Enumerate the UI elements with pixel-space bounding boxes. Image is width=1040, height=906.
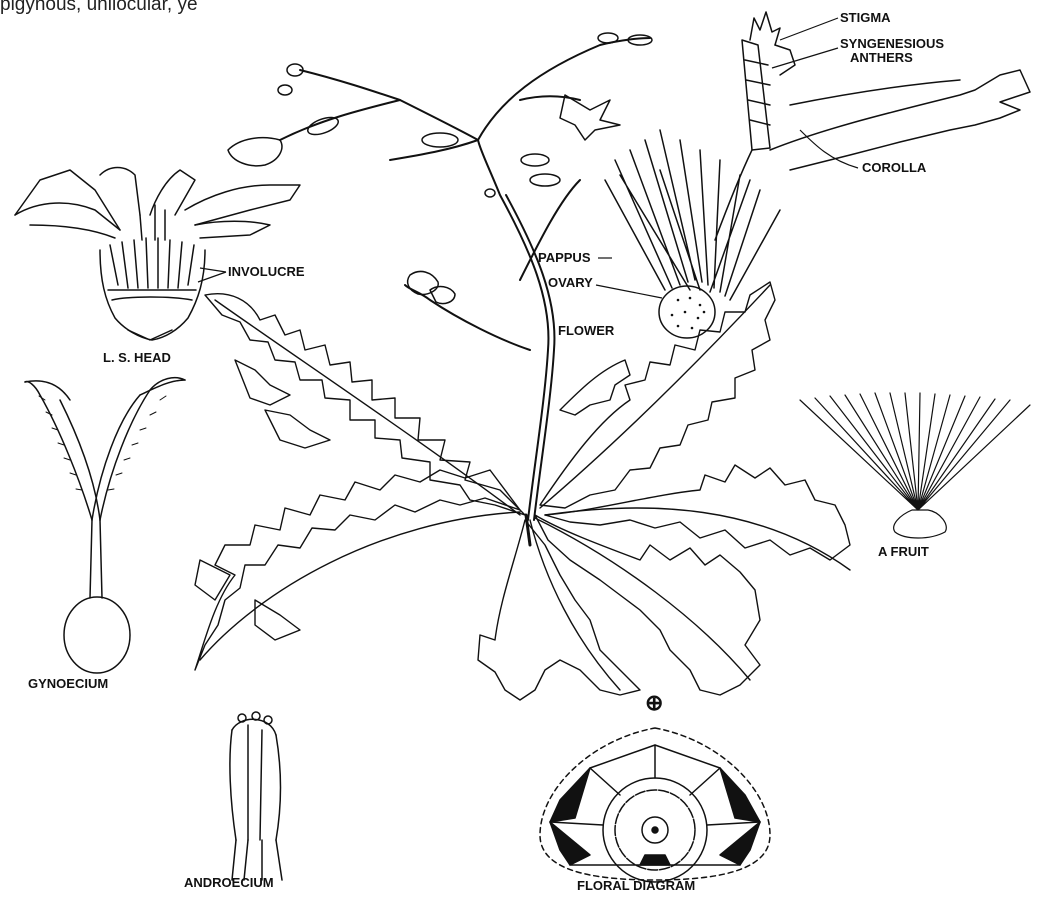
label-stigma: STIGMA — [840, 10, 891, 25]
label-ovary: OVARY — [548, 275, 593, 290]
label-involucre: INVOLUCRE — [228, 264, 305, 279]
label-androecium: ANDROECIUM — [184, 875, 274, 890]
gynoecium-drawing — [25, 378, 185, 673]
label-anthers: ANTHERS — [850, 50, 913, 65]
fruit-drawing — [800, 393, 1030, 538]
rosette-leaves — [195, 282, 850, 700]
label-corolla: COROLLA — [862, 160, 927, 175]
cropped-header-text: pigynous, unilocular, ye — [0, 0, 198, 16]
labels: STIGMA SYNGENESIOUS ANTHERS COROLLA PAPP… — [28, 10, 944, 893]
label-syngenesious: SYNGENESIOUS — [840, 36, 944, 51]
bract-symbol: ⊕ — [645, 690, 663, 715]
label-ls-head: L. S. HEAD — [103, 350, 171, 365]
label-floral-diagram: FLORAL DIAGRAM — [577, 878, 695, 893]
flower-drawing — [605, 12, 1030, 338]
label-pappus: PAPPUS — [538, 250, 591, 265]
label-gynoecium: GYNOECIUM — [28, 676, 108, 691]
floral-diagram — [540, 728, 770, 882]
main-plant — [280, 38, 650, 520]
androecium-drawing — [230, 712, 282, 880]
label-a-fruit: A FRUIT — [878, 544, 929, 559]
label-flower: FLOWER — [558, 323, 615, 338]
